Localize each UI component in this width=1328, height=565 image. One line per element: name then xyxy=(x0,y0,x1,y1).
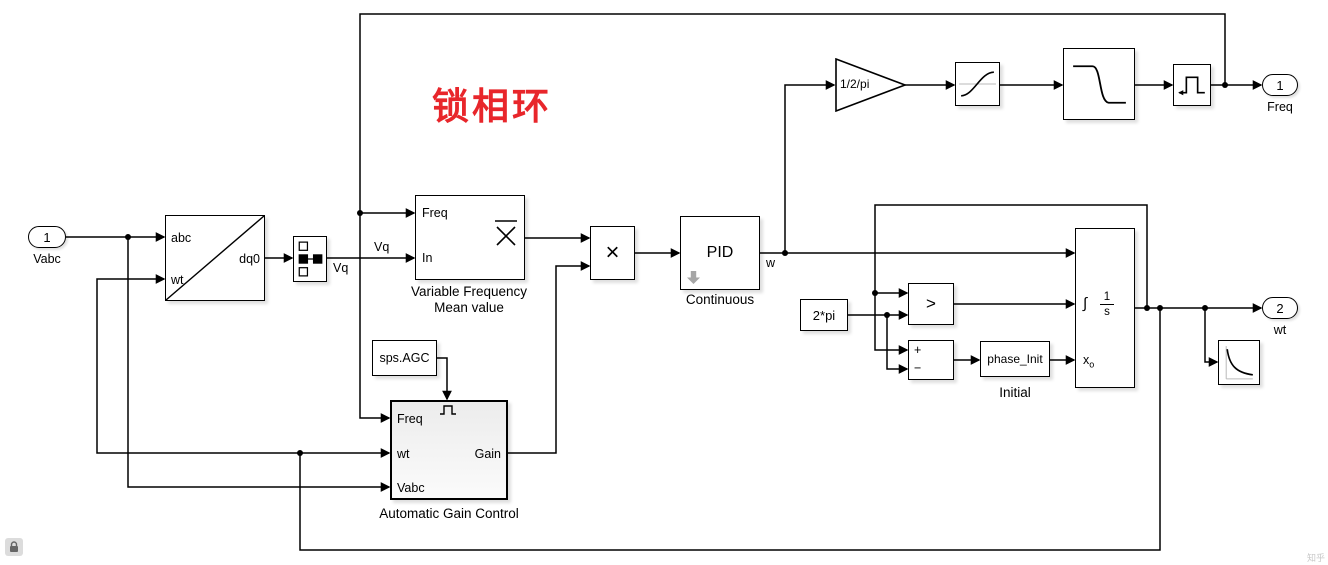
agc-port-freq-label: Freq xyxy=(397,412,423,426)
abc-to-dq0-transform-block[interactable]: abc wt dq0 xyxy=(165,215,265,301)
agc-caption: Automatic Gain Control xyxy=(379,506,519,521)
sum-plus-sign: + xyxy=(914,343,922,357)
constant-2pi-label: 2*pi xyxy=(812,307,836,323)
relational-operator-block[interactable]: > xyxy=(908,283,954,325)
inport-vabc-number: 1 xyxy=(43,229,51,245)
decay-curve-icon xyxy=(1225,346,1253,380)
memory-icon xyxy=(1178,76,1205,96)
outport-wt-label: wt xyxy=(1273,323,1287,337)
gain-half-pi-block[interactable]: 1/2/pi xyxy=(835,57,908,113)
agc-port-vabc-label: Vabc xyxy=(397,481,425,495)
outport-freq-number: 1 xyxy=(1276,77,1284,93)
phase-init-caption: Initial xyxy=(999,385,1031,400)
signal-label-vq-1: Vq xyxy=(333,261,349,275)
outport-wt[interactable]: 2 xyxy=(1262,297,1298,319)
greater-than-symbol: > xyxy=(926,294,936,313)
agc-port-wt-label: wt xyxy=(397,447,410,461)
outport-wt-number: 2 xyxy=(1276,300,1284,316)
phase-init-label: phase_Init xyxy=(987,352,1043,366)
lowpass-filter-icon xyxy=(1073,65,1126,104)
pid-controller-block[interactable]: PID xyxy=(680,216,760,290)
gain-value-label: 1/2/pi xyxy=(840,77,870,91)
trigger-icon xyxy=(440,405,456,415)
phase-init-block[interactable]: phase_Init xyxy=(980,341,1050,377)
pid-label: PID xyxy=(706,244,734,261)
junction-dots xyxy=(125,82,1228,456)
signal-label-vq-2: Vq xyxy=(374,240,390,254)
pid-caption: Continuous xyxy=(685,292,755,307)
saturation-icon xyxy=(959,71,996,97)
variable-frequency-mean-block[interactable]: Freq In xyxy=(415,195,525,280)
sum-minus-sign: − xyxy=(914,361,922,375)
integrator-x0-label: xo xyxy=(1083,353,1095,370)
lowpass-filter-block[interactable] xyxy=(1063,48,1135,120)
outport-freq[interactable]: 1 xyxy=(1262,74,1298,96)
sps-agc-block[interactable]: sps.AGC xyxy=(372,340,437,376)
agc-port-gain-label: Gain xyxy=(474,447,501,461)
lock-icon xyxy=(10,541,18,552)
vfm-port-freq-label: Freq xyxy=(422,206,448,220)
vfm-caption: Variable Frequency Mean value xyxy=(410,284,528,316)
automatic-gain-control-block[interactable]: Freq wt Vabc Gain xyxy=(390,400,508,500)
pll-title-annotation: 锁相环 xyxy=(432,86,552,127)
memory-block[interactable] xyxy=(1173,64,1211,106)
product-block[interactable]: × xyxy=(590,226,635,280)
transform-port-abc-label: abc xyxy=(171,231,192,245)
mean-icon xyxy=(495,220,517,246)
transform-port-dq0-label: dq0 xyxy=(239,252,260,266)
lock-indicator[interactable] xyxy=(5,538,23,556)
inport-vabc-label: Vabc xyxy=(33,252,61,266)
sps-agc-label: sps.AGC xyxy=(379,351,430,365)
pid-badge-icon xyxy=(687,271,700,284)
selector-icon xyxy=(298,241,323,277)
multiply-symbol: × xyxy=(605,239,620,266)
outport-freq-label: Freq xyxy=(1267,100,1293,114)
integrator-reset-glyph: ∫ xyxy=(1083,295,1088,312)
constant-2pi-block[interactable]: 2*pi xyxy=(800,299,848,331)
inport-vabc[interactable]: 1 xyxy=(28,226,66,248)
watermark: 知乎 xyxy=(1306,553,1325,563)
signal-label-w: w xyxy=(766,256,776,270)
decay-curve-block[interactable] xyxy=(1218,340,1260,385)
gain-triangle-icon xyxy=(835,57,908,113)
sum-block[interactable]: + − xyxy=(908,340,954,380)
saturation-block[interactable] xyxy=(955,62,1000,106)
selector-block[interactable] xyxy=(293,236,327,282)
transform-diagonal-icon xyxy=(166,216,264,300)
transform-port-wt-label: wt xyxy=(171,273,184,287)
vfm-port-in-label: In xyxy=(422,251,433,265)
